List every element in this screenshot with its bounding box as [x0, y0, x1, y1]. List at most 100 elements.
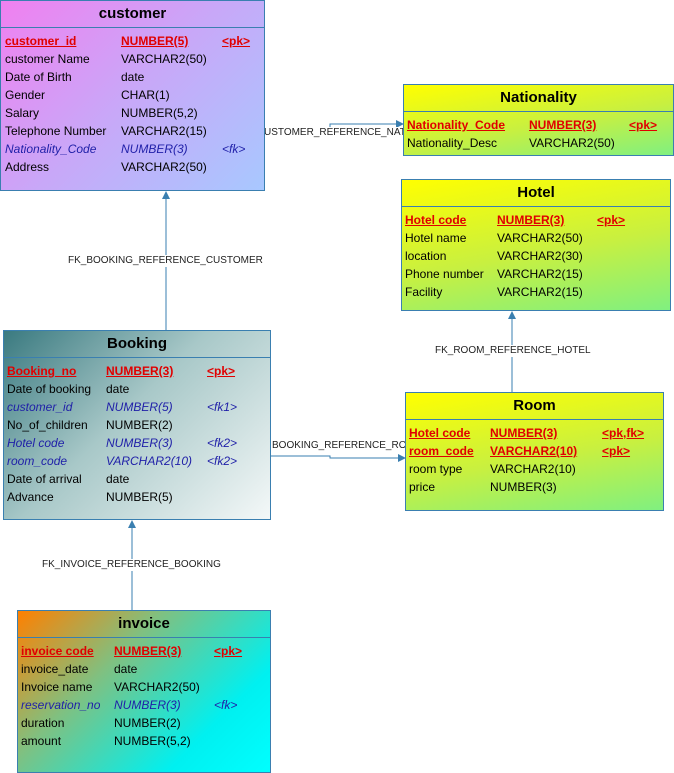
- attribute-name: Hotel code: [405, 213, 467, 227]
- attribute-name: Booking_no: [7, 364, 77, 378]
- attribute-type: NUMBER(5,2): [121, 106, 198, 120]
- attribute-type: NUMBER(5): [106, 490, 173, 504]
- attribute-type: NUMBER(5): [121, 34, 189, 48]
- attribute-name: customer Name: [5, 52, 90, 66]
- attribute-type: VARCHAR2(15): [497, 267, 583, 281]
- attribute-row[interactable]: location VARCHAR2(30): [402, 247, 670, 265]
- entity-title: customer: [1, 1, 264, 28]
- attribute-type: date: [121, 70, 145, 84]
- attribute-name: location: [405, 249, 447, 263]
- attribute-name: customer_id: [5, 34, 77, 48]
- attribute-key: <pk>: [207, 364, 236, 378]
- attribute-name: price: [409, 480, 436, 494]
- attribute-type: NUMBER(3): [114, 644, 182, 658]
- attribute-name: Nationality_Code: [407, 118, 506, 132]
- attribute-key: <fk2>: [207, 436, 238, 450]
- attribute-name: Date of booking: [7, 382, 92, 396]
- attribute-key: <fk>: [222, 142, 246, 156]
- attribute-name: No_of_children: [7, 418, 88, 432]
- attribute-type: VARCHAR2(50): [121, 160, 207, 174]
- relationship-label-customer-nationality: USTOMER_REFERENCE_NAT: [264, 127, 406, 139]
- attribute-row[interactable]: Phone number VARCHAR2(15): [402, 265, 670, 283]
- attribute-type: NUMBER(3): [121, 142, 188, 156]
- attribute-name: Invoice name: [21, 680, 93, 694]
- entity-title: Nationality: [404, 85, 673, 112]
- attribute-key: <fk2>: [207, 454, 238, 468]
- attribute-name: invoice code: [21, 644, 94, 658]
- attribute-name: Telephone Number: [5, 124, 107, 138]
- attribute-type: date: [106, 472, 130, 486]
- attribute-key: <pk>: [222, 34, 251, 48]
- attribute-type: VARCHAR2(15): [121, 124, 207, 138]
- relationship-label-booking-customer: FK_BOOKING_REFERENCE_CUSTOMER: [68, 255, 263, 267]
- attribute-name: Phone number: [405, 267, 484, 281]
- attribute-type: VARCHAR2(10): [490, 444, 578, 458]
- attribute-name: room_code: [409, 444, 474, 458]
- attribute-name: amount: [21, 734, 62, 748]
- attribute-row[interactable]: room_code VARCHAR2(10) <pk>: [406, 442, 663, 460]
- attribute-type: NUMBER(3): [497, 213, 565, 227]
- attribute-row[interactable]: duration NUMBER(2): [18, 714, 270, 732]
- attribute-row[interactable]: Telephone Number VARCHAR2(15): [1, 122, 264, 140]
- attribute-key: <pk>: [597, 213, 626, 227]
- attribute-name: Nationality_Code: [5, 142, 97, 156]
- attribute-row[interactable]: Nationality_Code NUMBER(3) <fk>: [1, 140, 264, 158]
- attribute-name: Nationality_Desc: [407, 136, 498, 150]
- attribute-type: VARCHAR2(50): [121, 52, 207, 66]
- attribute-key: <fk1>: [207, 400, 238, 414]
- attribute-row[interactable]: customer Name VARCHAR2(50): [1, 50, 264, 68]
- attribute-row[interactable]: Date of booking date: [4, 380, 270, 398]
- attribute-row[interactable]: customer_id NUMBER(5) <fk1>: [4, 398, 270, 416]
- attribute-name: Hotel name: [405, 231, 467, 245]
- attribute-type: date: [106, 382, 130, 396]
- attribute-key: <pk,fk>: [602, 426, 645, 440]
- entity-title: invoice: [18, 611, 270, 638]
- attribute-type: VARCHAR2(10): [490, 462, 576, 476]
- attribute-type: NUMBER(2): [114, 716, 181, 730]
- attribute-name: customer_id: [7, 400, 73, 414]
- attribute-name: duration: [21, 716, 65, 730]
- attribute-name: reservation_no: [21, 698, 101, 712]
- attribute-type: VARCHAR2(30): [497, 249, 583, 263]
- attribute-key: <pk>: [602, 444, 631, 458]
- attribute-row[interactable]: Hotel code NUMBER(3) <pk>: [402, 211, 670, 229]
- attribute-name: Hotel code: [409, 426, 471, 440]
- attribute-type: VARCHAR2(10): [106, 454, 193, 468]
- attribute-type: NUMBER(5): [106, 400, 173, 414]
- attribute-key: <fk>: [214, 698, 238, 712]
- attribute-row[interactable]: Address VARCHAR2(50): [1, 158, 264, 176]
- attribute-name: Address: [5, 160, 50, 174]
- attribute-row[interactable]: customer_id NUMBER(5) <pk>: [1, 32, 264, 50]
